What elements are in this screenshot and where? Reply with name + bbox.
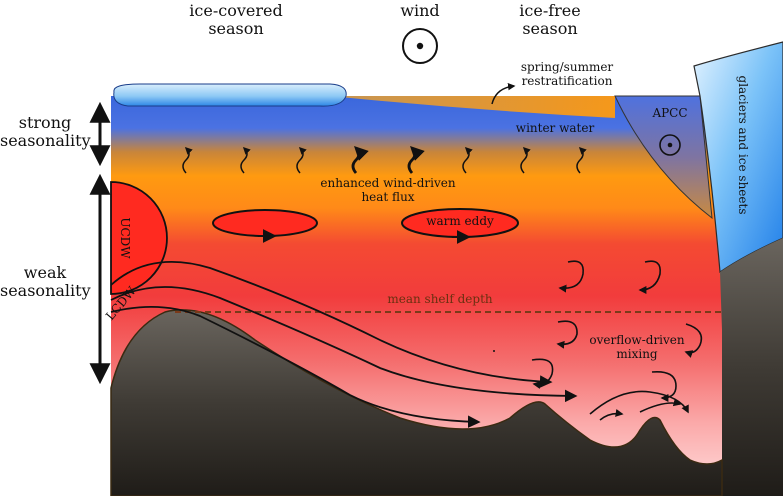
warm-eddy-2 [401,208,519,244]
wind-out-of-page-icon [402,28,438,64]
warm-eddy-1 [212,209,318,243]
overflow-mixing-swirls [531,260,703,421]
apcc-out-of-page-icon [659,134,681,156]
heat-flux-arrows [182,146,587,174]
warm-eddy-label: warm eddy [426,214,494,228]
coastal-land [720,238,783,496]
sea-ice-floe [113,83,347,107]
wind-label: wind [400,1,440,20]
ucdw-water-mass [110,181,168,295]
summer-warm-layer [330,96,615,118]
ucdw-label: UCDW [118,217,132,259]
apcc-wedge [614,95,713,220]
apcc-label: APCC [652,106,688,120]
lcdw-flow-lines [110,261,578,429]
shelf-depth-label: mean shelf depth [387,292,493,306]
winter-water-label: winter water [515,121,595,135]
glaciers-label: glaciers and ice sheets [736,76,750,215]
restratification-arrow [491,82,516,105]
